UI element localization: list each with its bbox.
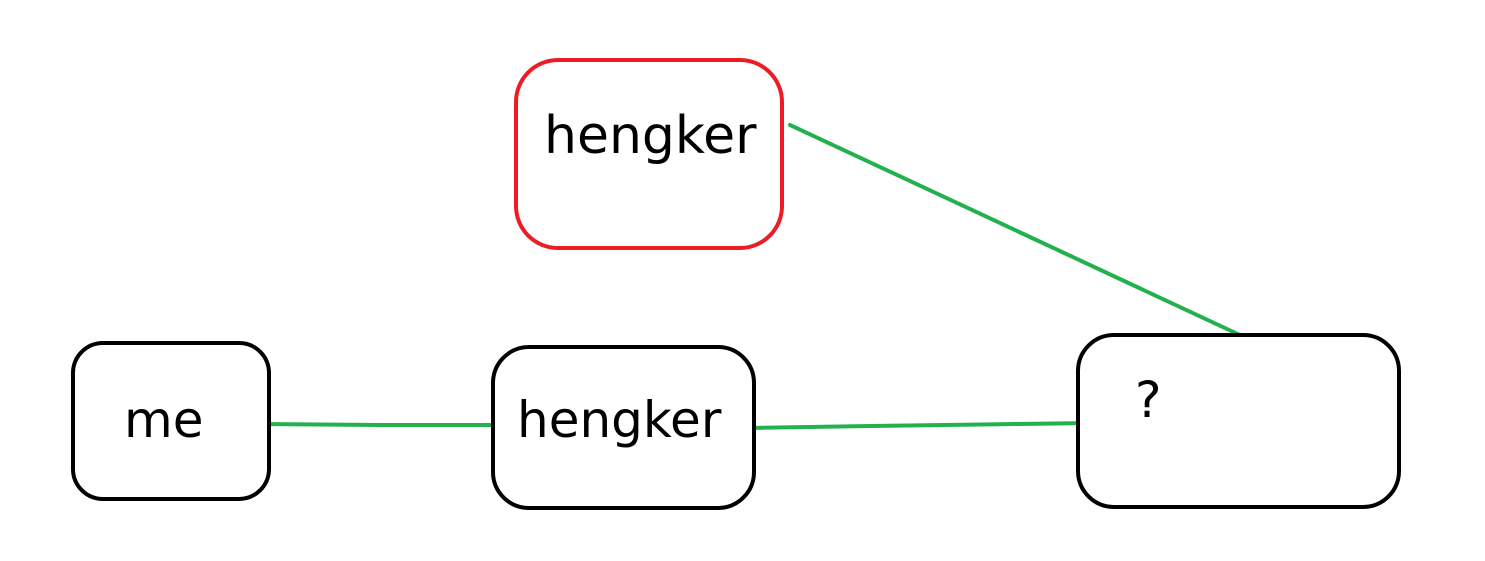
- node-label: hengker: [517, 391, 722, 449]
- node-label: hengker: [544, 106, 757, 166]
- node-unknown: ?: [1076, 333, 1401, 509]
- node-hengker-highlighted: hengker: [514, 58, 784, 250]
- edge-hengker-to-unknown: [748, 421, 1095, 430]
- node-hengker: hengker: [491, 345, 756, 510]
- node-me: me: [71, 341, 271, 501]
- edge-me-to-hengker: [256, 422, 499, 427]
- edge-hengker-top-to-unknown: [788, 123, 1244, 338]
- node-label: ?: [1135, 371, 1162, 429]
- node-label: me: [124, 391, 204, 449]
